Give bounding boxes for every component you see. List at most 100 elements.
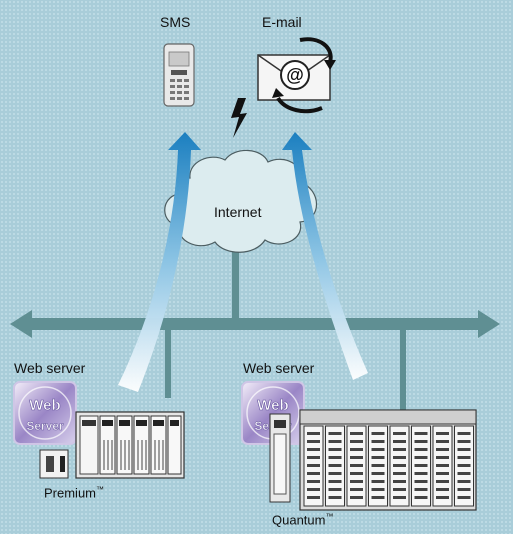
quantum-module-terminal (414, 496, 428, 499)
quantum-module-terminal (328, 448, 342, 451)
quantum-module-terminal (307, 488, 320, 491)
quantum-module-terminal (350, 456, 363, 459)
quantum-module-terminal (350, 488, 363, 491)
quantum-module-terminal (328, 480, 342, 483)
quantum-module-terminal (393, 448, 406, 451)
quantum-module-terminal (307, 496, 320, 499)
quantum-module-terminal (328, 464, 342, 467)
web-server-label-right: Web server (243, 360, 315, 376)
quantum-name: Quantum (272, 512, 326, 528)
quantum-module-terminal (350, 448, 363, 451)
quantum-trademark: ™ (325, 512, 334, 521)
quantum-module-terminal (328, 432, 342, 435)
svg-text:@: @ (286, 65, 304, 85)
quantum-module-terminal (328, 472, 342, 475)
quantum-module-terminal (414, 472, 428, 475)
quantum-module-terminal (371, 456, 385, 459)
quantum-module-terminal (371, 440, 385, 443)
quantum-module-terminal (307, 456, 320, 459)
quantum-module-terminal (307, 472, 320, 475)
quantum-module-terminal (393, 496, 406, 499)
quantum-module-terminal (307, 480, 320, 483)
quantum-module-terminal (393, 488, 406, 491)
premium-plc-rack-icon (39, 411, 185, 479)
quantum-module-terminal (414, 440, 428, 443)
quantum-module-terminal (414, 464, 428, 467)
quantum-module-terminal (436, 456, 449, 459)
connection-lines (165, 250, 406, 414)
email-label: E-mail (262, 14, 302, 30)
quantum-module-terminal (414, 432, 428, 435)
quantum-module-terminal (436, 496, 449, 499)
quantum-module-terminal (371, 472, 385, 475)
badge-text-line1: Web (257, 397, 288, 414)
quantum-module-terminal (414, 448, 428, 451)
quantum-module-terminal (457, 440, 471, 443)
quantum-module-terminal (328, 440, 342, 443)
quantum-module-terminal (371, 488, 385, 491)
email-envelope-icon: @ (257, 37, 336, 114)
quantum-module-terminal (307, 448, 320, 451)
lightning-icon (231, 98, 247, 138)
quantum-module-terminal (457, 432, 471, 435)
quantum-module-terminal (307, 464, 320, 467)
quantum-module-terminal (393, 480, 406, 483)
quantum-module-terminal (393, 440, 406, 443)
quantum-label: Quantum™ (272, 512, 333, 527)
quantum-module-terminal (436, 448, 449, 451)
quantum-module-terminal (457, 488, 471, 491)
quantum-module-terminal (350, 440, 363, 443)
mobile-phone-icon (163, 43, 195, 107)
quantum-module-terminal (328, 456, 342, 459)
quantum-module-terminal (350, 496, 363, 499)
quantum-module-terminal (307, 440, 320, 443)
quantum-module-terminal (457, 464, 471, 467)
quantum-module-terminal (457, 480, 471, 483)
quantum-module-terminal (414, 488, 428, 491)
network-bus (10, 310, 500, 338)
quantum-module-terminal (371, 480, 385, 483)
data-flow-arrow-left (118, 132, 201, 392)
quantum-module-terminal (457, 496, 471, 499)
quantum-module-terminal (350, 464, 363, 467)
quantum-module-terminal (371, 496, 385, 499)
internet-label: Internet (214, 204, 262, 220)
cloud-icon (164, 149, 317, 253)
quantum-module-terminal (436, 480, 449, 483)
premium-trademark: ™ (96, 485, 105, 494)
quantum-module-terminal (307, 432, 320, 435)
badge-text-line2: Server (26, 419, 64, 433)
quantum-module-terminal (436, 472, 449, 475)
quantum-module-terminal (371, 448, 385, 451)
quantum-module-terminal (457, 456, 471, 459)
quantum-module-terminal (350, 472, 363, 475)
quantum-module-terminal (393, 472, 406, 475)
sms-label: SMS (160, 14, 191, 30)
quantum-module-terminal (414, 456, 428, 459)
quantum-module-terminal (393, 456, 406, 459)
quantum-module-terminal (457, 472, 471, 475)
quantum-module-terminal (436, 432, 449, 435)
quantum-module-terminal (393, 464, 406, 467)
premium-label: Premium™ (44, 485, 104, 500)
web-server-label-left: Web server (14, 360, 86, 376)
quantum-module-terminal (328, 488, 342, 491)
quantum-module-terminal (371, 464, 385, 467)
quantum-module-terminal (414, 480, 428, 483)
quantum-module-terminal (350, 432, 363, 435)
premium-name: Premium (44, 485, 97, 501)
quantum-module-terminal (350, 480, 363, 483)
quantum-module-terminal (393, 432, 406, 435)
badge-text-line1: Web (29, 397, 60, 414)
quantum-module-terminal (436, 464, 449, 467)
quantum-plc-rack-icon (269, 409, 477, 511)
data-flow-arrow-right (282, 132, 368, 380)
quantum-module-terminal (436, 440, 449, 443)
web-server-badge-icon: Web Server (13, 381, 77, 445)
quantum-module-terminal (457, 448, 471, 451)
quantum-module-terminal (371, 432, 385, 435)
quantum-module-terminal (436, 488, 449, 491)
quantum-module-terminal (328, 496, 342, 499)
